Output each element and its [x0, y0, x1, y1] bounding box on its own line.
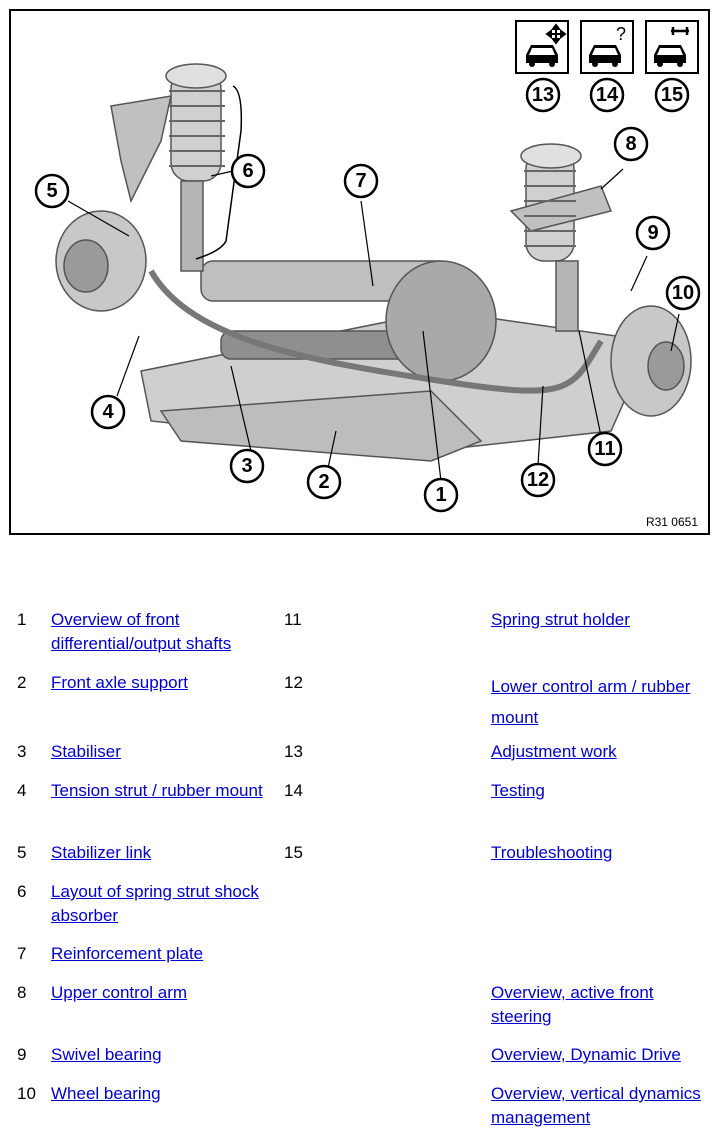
callout-13: 13	[532, 84, 554, 106]
link-tension-strut[interactable]: Tension strut / rubber mount	[51, 781, 263, 800]
link-troubleshooting[interactable]: Troubleshooting	[491, 843, 613, 862]
front-axle-figure: 5 6 7 8 9 10 11 12 1 2 3 4 13 14 15	[9, 9, 710, 535]
callout-3: 3	[241, 455, 252, 477]
item-number: 11	[284, 610, 302, 629]
item-number: 3	[17, 742, 27, 761]
callout-9: 9	[647, 222, 658, 244]
item-number: 10	[17, 1084, 36, 1103]
item-number: 5	[17, 843, 27, 862]
link-lower-control-arm[interactable]: Lower control arm / rubber mount	[491, 677, 691, 727]
link-dynamic-drive[interactable]: Overview, Dynamic Drive	[491, 1045, 681, 1064]
callout-11: 11	[594, 438, 615, 460]
link-swivel-bearing[interactable]: Swivel bearing	[51, 1045, 162, 1064]
callout-8: 8	[625, 133, 636, 155]
callout-6: 6	[242, 160, 253, 182]
callout-10: 10	[672, 282, 694, 304]
item-number: 13	[284, 742, 303, 761]
callout-1: 1	[435, 484, 446, 506]
car-question-icon: ?	[580, 20, 634, 74]
item-number: 2	[17, 673, 27, 692]
front-axle-illustration: 5 6 7 8 9 10 11 12 1 2 3 4 13 14 15	[34, 20, 701, 513]
item-number: 15	[284, 843, 303, 862]
item-number: 9	[17, 1045, 27, 1064]
link-adjustment-work[interactable]: Adjustment work	[491, 742, 617, 761]
item-number: 7	[17, 944, 27, 963]
link-stabilizer-link[interactable]: Stabilizer link	[51, 843, 152, 862]
item-number: 1	[17, 610, 27, 629]
callout-4: 4	[102, 401, 114, 423]
figure-reference-code: R31 0651	[645, 515, 698, 529]
link-spring-strut-holder[interactable]: Spring strut holder	[491, 610, 630, 629]
link-front-differential[interactable]: Overview of front differential/output sh…	[51, 610, 232, 653]
svg-text:?: ?	[616, 24, 626, 44]
callout-15: 15	[661, 84, 683, 106]
car-move-icon	[515, 20, 569, 74]
link-wheel-bearing[interactable]: Wheel bearing	[51, 1084, 161, 1103]
callout-14: 14	[596, 84, 619, 106]
car-wrench-icon	[645, 20, 699, 74]
callout-7: 7	[355, 170, 366, 192]
item-number: 12	[284, 673, 303, 692]
link-testing[interactable]: Testing	[491, 781, 545, 800]
link-spring-strut-layout[interactable]: Layout of spring strut shock absorber	[51, 882, 259, 925]
link-front-axle-support[interactable]: Front axle support	[51, 673, 189, 692]
item-number: 14	[284, 781, 303, 800]
link-reinforcement-plate[interactable]: Reinforcement plate	[51, 944, 204, 963]
callout-12: 12	[527, 469, 549, 491]
item-number: 4	[17, 781, 27, 800]
item-number: 6	[17, 882, 27, 901]
callout-5: 5	[46, 180, 57, 202]
link-stabiliser[interactable]: Stabiliser	[51, 742, 121, 761]
link-active-front-steering[interactable]: Overview, active front steering	[491, 983, 654, 1026]
link-vertical-dynamics[interactable]: Overview, vertical dynamics management	[491, 1084, 701, 1127]
callout-2: 2	[318, 471, 329, 493]
link-upper-control-arm[interactable]: Upper control arm	[51, 983, 188, 1002]
item-number: 8	[17, 983, 27, 1002]
